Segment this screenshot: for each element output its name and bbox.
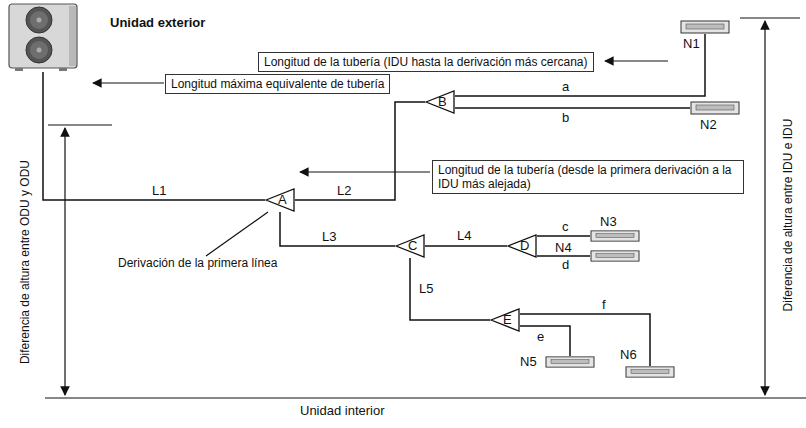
- outdoor-unit-picture: [5, 2, 81, 72]
- leader-line: [206, 212, 268, 256]
- dimension-tick: [740, 17, 800, 18]
- indoor-unit: N6: [625, 366, 675, 378]
- pipe-label: a: [560, 80, 571, 94]
- note-text: Derivación de la primera línea: [118, 256, 288, 270]
- indoor-unit: N1: [680, 20, 730, 34]
- branch-letter: B: [438, 95, 447, 109]
- refrigerant-pipe: [410, 258, 490, 320]
- unit-number: N6: [620, 348, 637, 362]
- pipe-label: f: [600, 298, 608, 312]
- dimension-tick: [48, 124, 112, 125]
- callout-text: Longitud máxima equivalente de tubería: [165, 74, 390, 94]
- indoor-unit-icon: [625, 366, 675, 378]
- indoor-unit: N2: [690, 101, 740, 115]
- unit-number: N3: [600, 215, 617, 229]
- branch-letter: C: [408, 239, 417, 253]
- indoor-unit-icon: [680, 20, 730, 34]
- refrigerant-pipe: [295, 102, 425, 200]
- pipe-label: e: [535, 330, 546, 344]
- pipe-label: L2: [335, 184, 353, 198]
- unit-number: N5: [520, 355, 537, 369]
- callout-text: Longitud de la tubería (desde la primera…: [432, 160, 744, 194]
- branch-joint: C: [395, 234, 425, 258]
- indoor-unit-icon: [590, 250, 640, 262]
- outdoor-unit: Unidad exterior: [5, 2, 81, 72]
- refrigerant-pipe: [425, 245, 507, 247]
- height-dimension: [764, 21, 765, 395]
- indoor-unit: N4: [590, 250, 640, 262]
- indoor-unit-icon: [690, 101, 740, 115]
- leader-arrow: [93, 82, 164, 83]
- branch-letter: A: [278, 193, 287, 207]
- branch-joint: E: [490, 308, 520, 332]
- branch-letter: D: [520, 239, 529, 253]
- unit-number: N4: [555, 241, 572, 255]
- indoor-unit: N3: [590, 230, 640, 242]
- refrigerant-pipe: [280, 212, 395, 246]
- unit-label: Unidad exterior: [110, 16, 205, 30]
- indoor-unit-icon: [545, 356, 595, 368]
- pipe-label: d: [560, 258, 571, 272]
- branch-joint: B: [425, 90, 455, 114]
- indoor-unit: N5: [545, 356, 595, 368]
- refrigerant-pipe: [537, 255, 590, 257]
- indoor-unit-icon: [590, 230, 640, 242]
- pipe-label: L5: [417, 282, 435, 296]
- height-dimension: [64, 128, 65, 395]
- branch-letter: E: [503, 313, 512, 327]
- callout-text: Longitud de la tubería (IDU hasta la der…: [258, 52, 594, 72]
- leader-arrow: [300, 171, 430, 172]
- branch-joint: A: [265, 188, 295, 212]
- note-text: Unidad interior: [300, 404, 385, 418]
- dimension-text: Diferencia de altura entre ODU y ODU: [18, 122, 32, 402]
- pipe-label: L4: [455, 229, 473, 243]
- dimension-text: Diferencia de altura entre IDU e IDU: [781, 65, 795, 365]
- unit-number: N2: [700, 118, 717, 132]
- leader-arrow: [605, 60, 668, 61]
- floor-line: [45, 397, 806, 398]
- branch-joint: D: [507, 234, 537, 258]
- refrigerant-pipe: [455, 107, 690, 109]
- refrigerant-pipe: [537, 235, 590, 237]
- refrigerant-pipe: [520, 326, 570, 356]
- pipe-label: c: [560, 220, 571, 234]
- unit-number: N1: [683, 37, 700, 51]
- pipe-label: L1: [150, 184, 168, 198]
- pipe-label: b: [560, 111, 571, 125]
- pipe-label: L3: [320, 230, 338, 244]
